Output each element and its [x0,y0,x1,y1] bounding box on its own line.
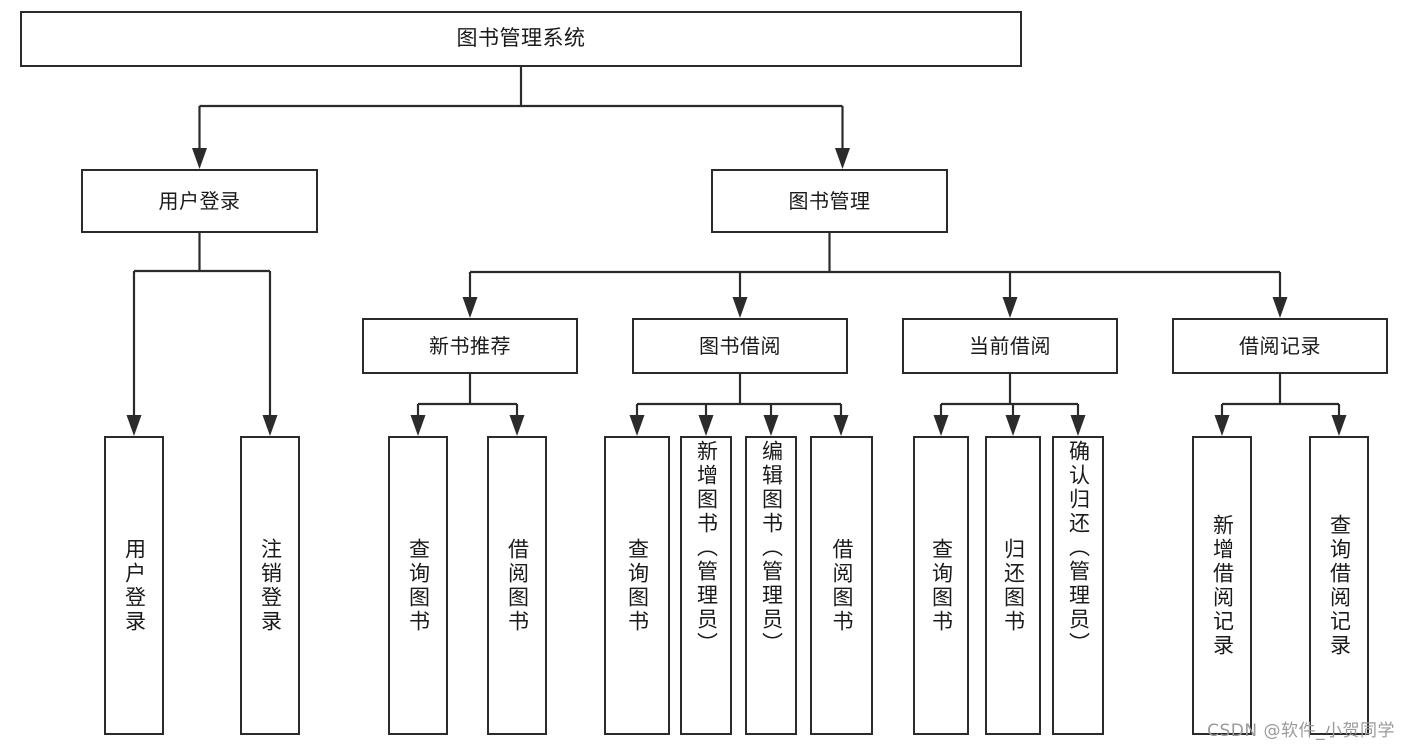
leaf-query-book-2[interactable]: 查询图书 [604,436,670,735]
node-label: 查询图书 [929,537,954,634]
leaf-user-login[interactable]: 用户登录 [104,436,164,735]
node-label: 用户登录 [122,537,147,634]
arrowhead-leaf-add-book [698,415,714,436]
arrowhead-leaf-user-login [126,415,142,436]
leaf-edit-book[interactable]: 编辑图书（管理员） [745,436,797,735]
leaf-borrow-book-1[interactable]: 借阅图书 [487,436,547,735]
node-label: 用户登录 [158,188,241,213]
node-root-system[interactable]: 图书管理系统 [20,11,1022,67]
leaf-borrow-book-2[interactable]: 借阅图书 [810,436,873,735]
node-label: 归还图书 [1001,537,1026,634]
node-label: 借阅图书 [830,537,854,634]
node-label: 查询图书 [406,537,431,634]
node-label: 图书借阅 [699,333,781,358]
leaf-add-book[interactable]: 新增图书（管理员） [680,436,732,735]
node-label: 新增借阅记录 [1210,513,1235,658]
arrowhead-leaf-return-book [1005,415,1021,436]
arrowhead-leaf-add-record [1214,415,1230,436]
leaf-query-book-1[interactable]: 查询图书 [388,436,448,735]
node-label: 当前借阅 [969,333,1051,358]
node-new-book-recommend[interactable]: 新书推荐 [362,318,578,374]
node-current-borrow[interactable]: 当前借阅 [902,318,1118,374]
arrowhead-leaf-query-record [1331,415,1347,436]
leaf-add-record[interactable]: 新增借阅记录 [1192,436,1252,735]
node-label: 借阅记录 [1239,333,1321,358]
node-label: 查询图书 [625,537,650,634]
leaf-query-record[interactable]: 查询借阅记录 [1309,436,1369,735]
arrowhead-leaf-confirm-return [1070,415,1086,436]
arrowhead-leaf-query-book-3 [933,415,949,436]
arrowhead-leaf-query-book-1 [410,415,426,436]
node-label: 查询借阅记录 [1327,513,1352,658]
node-label: 注销登录 [258,537,283,634]
node-label: 编辑图书（管理员） [759,440,784,656]
arrowhead-book-borrow [732,297,748,318]
node-book-management[interactable]: 图书管理 [711,169,948,233]
arrowhead-leaf-borrow-book-1 [509,415,525,436]
leaf-return-book[interactable]: 归还图书 [985,436,1041,735]
node-label: 新增图书（管理员） [694,440,719,656]
arrowhead-current-borrow [1002,297,1018,318]
arrowhead-new-book-recommend [462,297,478,318]
node-label: 借阅图书 [505,537,530,634]
node-book-borrow[interactable]: 图书借阅 [632,318,848,374]
arrowhead-user-login [192,148,207,169]
arrowhead-book-management [835,148,850,169]
leaf-confirm-return[interactable]: 确认归还（管理员） [1052,436,1104,735]
leaf-query-book-3[interactable]: 查询图书 [913,436,969,735]
node-label: 新书推荐 [429,333,511,358]
arrowhead-leaf-edit-book [763,415,779,436]
node-label: 图书管理系统 [456,26,586,51]
arrowhead-leaf-user-logout [262,415,278,436]
arrowhead-borrow-record [1272,297,1288,318]
arrowhead-leaf-query-book-2 [629,415,645,436]
watermark-text: CSDN @软件_小贺同学 [1207,721,1395,741]
node-user-login[interactable]: 用户登录 [81,169,318,233]
arrowhead-leaf-borrow-book-2 [833,415,849,436]
leaf-user-logout[interactable]: 注销登录 [240,436,300,735]
node-borrow-record[interactable]: 借阅记录 [1172,318,1388,374]
node-label: 图书管理 [788,188,871,213]
node-label: 确认归还（管理员） [1066,440,1091,656]
